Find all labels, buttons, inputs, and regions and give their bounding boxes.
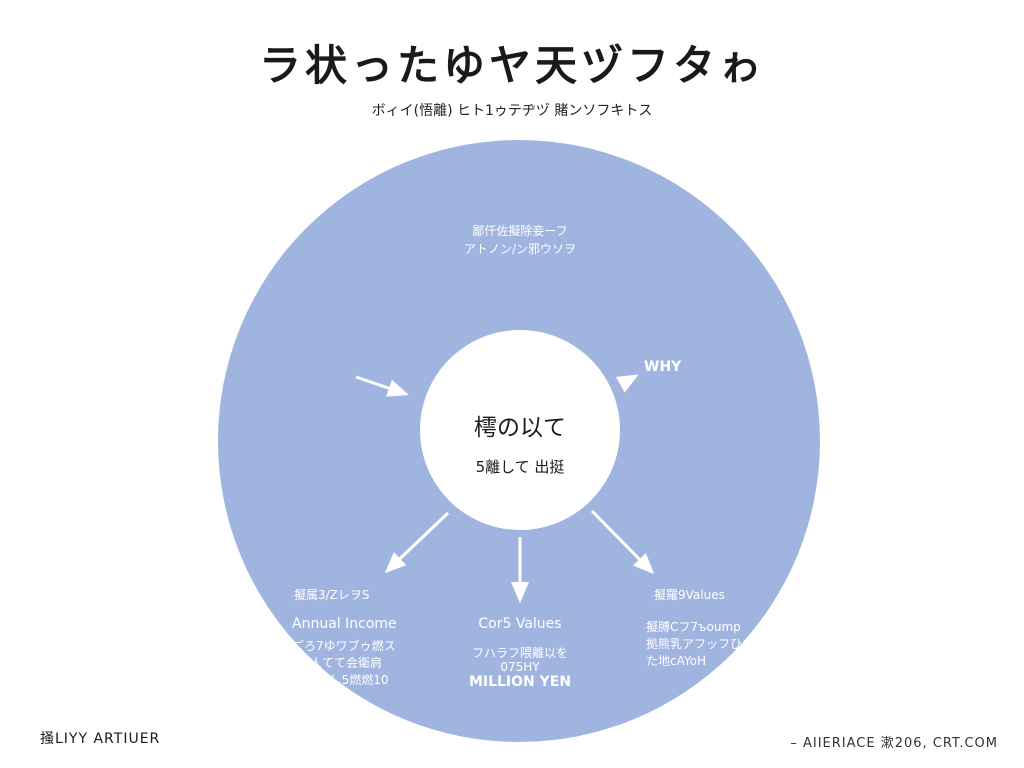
right-block-line-1: 擬膊Cフ7ъoump (646, 620, 741, 634)
top-text-line-1: 鄙仟佐擬除妾ーフ (472, 224, 568, 238)
page-subtitle: ボィイ(悟離) ヒト1ゥテヂヅ 賭ンソフキトス (371, 103, 653, 119)
right-block-line-3: た地cAYoH (646, 654, 706, 668)
page-title: ラ状ったゆヤ天ヅフタゎ (258, 41, 765, 90)
arrow-down-left (384, 511, 450, 574)
left-block-line-4: 3ワフし5燃燃10 (298, 673, 389, 687)
center-main-text: 樗の以て (474, 415, 566, 441)
middle-block-heading: Cor5 Values (478, 616, 562, 632)
footer-brand: 掻LIYY ARTIUER (40, 731, 161, 747)
middle-block-line-2: 075HY (500, 660, 540, 674)
left-block-heading: 擬属3/ZレヲS (294, 588, 370, 602)
right-block-heading: 擬羅9Values (654, 588, 725, 602)
left-block-line-1: Annual Income (292, 616, 397, 632)
center-sub-text: 5離して 出挺 (475, 458, 565, 476)
middle-block-line-3: MILLION YEN (468, 674, 572, 690)
right-block-line-2: 拠熊乳アフッフひ (646, 637, 743, 651)
top-text-line-2: アトノン/ン邪ウソヲ (463, 242, 577, 256)
center-circle (420, 330, 620, 530)
left-block-line-2: ごろ7ゆワブゥ燃ス (292, 639, 396, 653)
why-label: WHY (644, 359, 682, 375)
left-block-line-3: ん人てて会衛肩 (298, 656, 383, 670)
arrow-down-right (590, 509, 655, 575)
footer-credit: – AIIERIACE 漱206, CRT.COM (790, 736, 998, 751)
arrow-left-in (355, 375, 409, 397)
middle-block-line-1: フハラフ隈離以を (471, 646, 568, 660)
arrow-why (615, 374, 639, 393)
